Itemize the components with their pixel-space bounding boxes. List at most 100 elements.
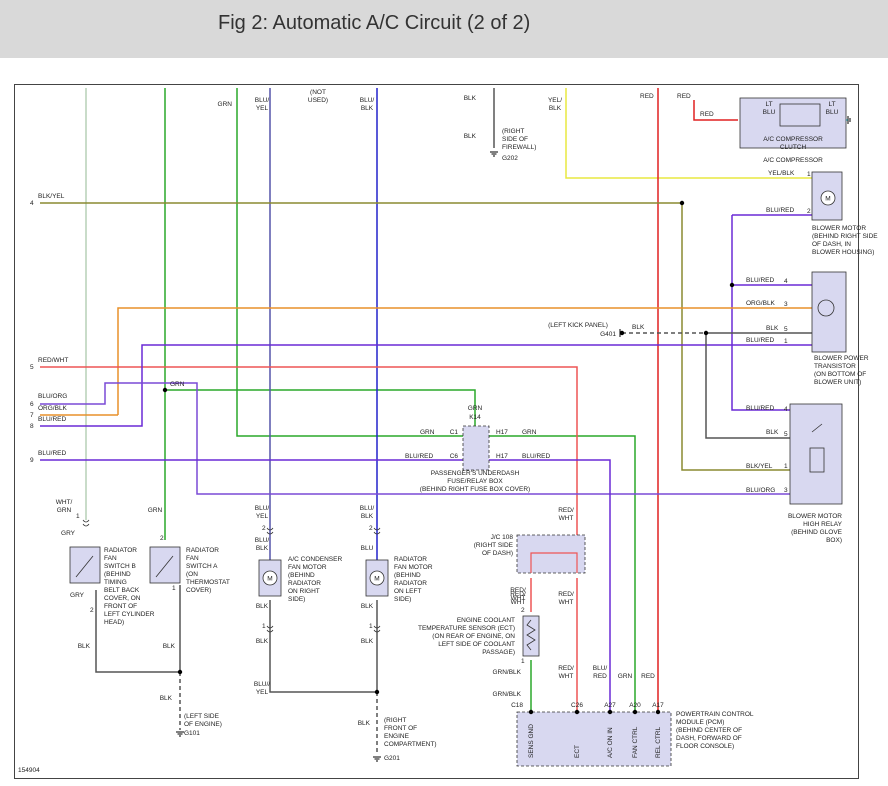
label-blk-5a: BLK [766, 325, 779, 332]
pin-radfan-1: 1 [369, 623, 373, 630]
g201-ground-label: G201 [384, 755, 400, 762]
g401-ground-label: G401 [600, 331, 616, 338]
rad-fan-motor-icon [369, 570, 385, 586]
rad-fan-connector-top-icon [373, 527, 381, 535]
fuse-relay-box [462, 425, 490, 471]
junction-dot-0 [162, 387, 168, 393]
label-blu-yel-top: BLU/YEL [255, 97, 270, 112]
jc108-wire-top: RED/WHT [558, 507, 574, 522]
wire-blu-red-relay [731, 340, 812, 411]
right-pin-0: 1 [807, 171, 811, 178]
jc108-wire-left: RED/WHT [510, 591, 526, 606]
pcm-pin-A20: A20 [629, 702, 641, 709]
label-blu-red-c6: BLU/RED [405, 453, 433, 460]
figure-title: Fig 2: Automatic A/C Circuit (2 of 2) [218, 12, 531, 34]
right-pin-5: 1 [784, 338, 788, 345]
rad-fan-motor-icon-m: M [374, 576, 379, 583]
ect-wire-bottom-label: GRN/BLK [492, 669, 521, 676]
g202-ground-icon [490, 151, 498, 157]
rad-switch-b-contact-icon [75, 555, 94, 578]
rad-switch-a-box [149, 546, 181, 584]
right-pin-1: 2 [807, 208, 811, 215]
rad-fan-wire-mid: BLU [361, 545, 374, 552]
rad-switch-b-wire-top: WHT/GRN [56, 499, 73, 514]
right-pin-3: 3 [784, 301, 788, 308]
label-blu-red-9: BLU/RED [38, 450, 66, 457]
pin-switch-b-2: 2 [90, 607, 94, 614]
rad-switch-b-box [69, 546, 101, 584]
fuse-box-k14-label: K14 [469, 414, 481, 421]
right-pin-8: 1 [784, 463, 788, 470]
pin-ect-1: 1 [521, 658, 525, 665]
rad-switch-b-wire-bottom: BLK [78, 643, 91, 650]
wire-red-wht-5 [40, 366, 578, 535]
label-grn-junction: GRN [170, 381, 185, 388]
wire-blu-red-8 [40, 344, 812, 427]
transistor-icon [817, 299, 835, 317]
ect-resistor-icon [526, 619, 536, 651]
g201-ground-icon [373, 756, 381, 762]
pcm-pin-dot-4 [655, 709, 661, 715]
pcm-pin-dot-0 [528, 709, 534, 715]
pcm-pin-dot-2 [607, 709, 613, 715]
wire-blk-condenser [269, 600, 377, 693]
wire-grn-k14 [165, 389, 476, 427]
jc108-wire-right: RED/WHT [558, 591, 574, 606]
rad-fan-wire-bottom: BLK [361, 638, 374, 645]
label-blu-red-4a: BLU/RED [746, 277, 774, 284]
wire-blk-switch-b [95, 590, 180, 673]
ac-compressor-label: A/C COMPRESSOR [763, 157, 823, 164]
ac-condenser-wire-low: BLK [256, 603, 269, 610]
pcm-pin-C26: C26 [571, 702, 583, 709]
ac-condenser-connector-top-icon [266, 527, 274, 535]
g202-wire-label: BLK [464, 133, 477, 140]
label-red-wht-5: RED/WHT [38, 357, 68, 364]
rad-switch-b-wire-below: GRY [70, 592, 85, 599]
pcm-terminal-4: REL CTRL [655, 726, 662, 758]
rad-fan-connector-bottom-icon [373, 625, 381, 633]
label-yel-blk-1: YEL/BLK [768, 170, 795, 177]
pcm-pin-A27: A27 [604, 702, 616, 709]
label-blk-g401: BLK [632, 324, 645, 331]
pcm-terminal-3: FAN CTRL [632, 726, 639, 758]
label-blu-org-6: BLU/ORG [38, 393, 67, 400]
ac-condenser-wire-mid: BLU/BLK [255, 537, 270, 552]
left-pin-p5: 5 [30, 364, 34, 371]
ect-sensor-box [522, 615, 540, 657]
rad-switch-a-wire-top: GRN [148, 507, 163, 514]
label-grn-c1: GRN [420, 429, 435, 436]
right-pin-6: 4 [784, 406, 788, 413]
g201-wire-label: BLK [358, 720, 371, 727]
ac-condenser-motor-icon [262, 570, 278, 586]
label-red-top2: RED [677, 93, 691, 100]
right-pin-2: 4 [784, 278, 788, 285]
g202-ground-label: G202 [502, 155, 518, 162]
label-org-blk-7: ORG/BLK [38, 405, 68, 412]
junction-dot-5 [374, 689, 380, 695]
g101-wire-label: BLK [160, 695, 173, 702]
figure-id-label: 154904 [18, 767, 40, 774]
wire-yel-blk [565, 88, 812, 179]
label-blu-red-4b: BLU/RED [746, 405, 774, 412]
jc108-internal-bus [530, 552, 578, 573]
pin-condenser-1: 1 [262, 623, 266, 630]
label-red-top1: RED [640, 93, 654, 100]
wire-grn-fan-ctrl [489, 435, 636, 712]
pcm-pin-dot-1 [574, 709, 580, 715]
wire-red-clutch [693, 100, 738, 121]
junction-dot-2 [729, 282, 735, 288]
pcm-terminal-0: SENS GND [528, 724, 535, 758]
junction-dot-3 [703, 330, 709, 336]
blk-top-label: BLK [464, 95, 477, 102]
g101-ground-label: G101 [184, 730, 200, 737]
